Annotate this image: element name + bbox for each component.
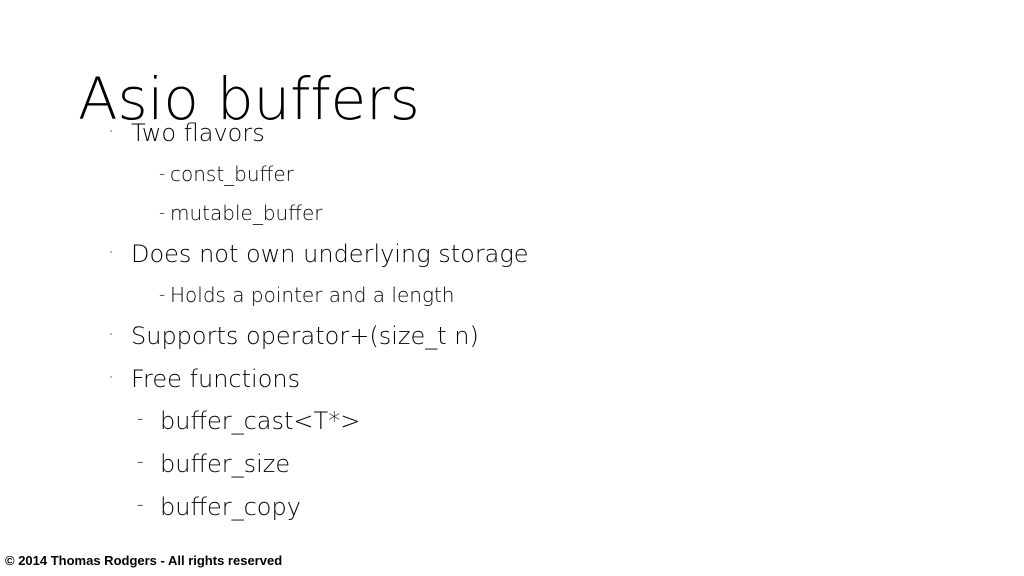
bullet-item: -buffer_copy bbox=[137, 495, 301, 519]
bullet-item: -mutable_buffer bbox=[159, 203, 323, 224]
bullet-item-label: Supports operator+(size_t n) bbox=[131, 322, 479, 350]
bullet-item: -const_buffer bbox=[159, 164, 294, 185]
bullet-marker-icon: - bbox=[159, 203, 166, 223]
bullet-marker-icon: - bbox=[159, 285, 166, 305]
footer-copyright: © 2014 Thomas Rodgers - All rights reser… bbox=[5, 553, 283, 568]
bullet-item: · Two flavors bbox=[108, 121, 265, 145]
bullet-item-label: Two flavors bbox=[131, 119, 265, 147]
bullet-marker-icon: · bbox=[108, 323, 115, 345]
bullet-item: · Free functions bbox=[108, 367, 300, 391]
bullet-item-label: Does not own underlying storage bbox=[131, 240, 529, 268]
bullet-marker-icon: - bbox=[137, 451, 144, 472]
bullet-item-label: Free functions bbox=[131, 365, 301, 393]
bullet-marker-icon: - bbox=[137, 408, 144, 429]
bullet-item-label: buffer_cast<T*> bbox=[160, 407, 361, 435]
bullet-marker-icon: · bbox=[108, 120, 115, 142]
bullet-item-label: buffer_size bbox=[160, 450, 291, 478]
page-title: Asio buffers bbox=[78, 64, 420, 133]
bullet-marker-icon: - bbox=[159, 164, 166, 184]
bullet-item-label: mutable_buffer bbox=[170, 201, 323, 225]
bullet-item: -Holds a pointer and a length bbox=[159, 285, 454, 306]
bullet-marker-icon: · bbox=[108, 241, 115, 263]
bullet-item: · Does not own underlying storage bbox=[108, 242, 529, 266]
bullet-item: · Supports operator+(size_t n) bbox=[108, 324, 479, 348]
bullet-item-label: const_buffer bbox=[170, 162, 294, 186]
bullet-item-label: Holds a pointer and a length bbox=[170, 283, 455, 307]
bullet-item-label: buffer_copy bbox=[160, 493, 301, 521]
bullet-item: -buffer_size bbox=[137, 452, 290, 476]
bullet-marker-icon: · bbox=[108, 366, 115, 388]
bullet-marker-icon: - bbox=[137, 494, 144, 515]
bullet-item: -buffer_cast<T*> bbox=[137, 409, 360, 433]
